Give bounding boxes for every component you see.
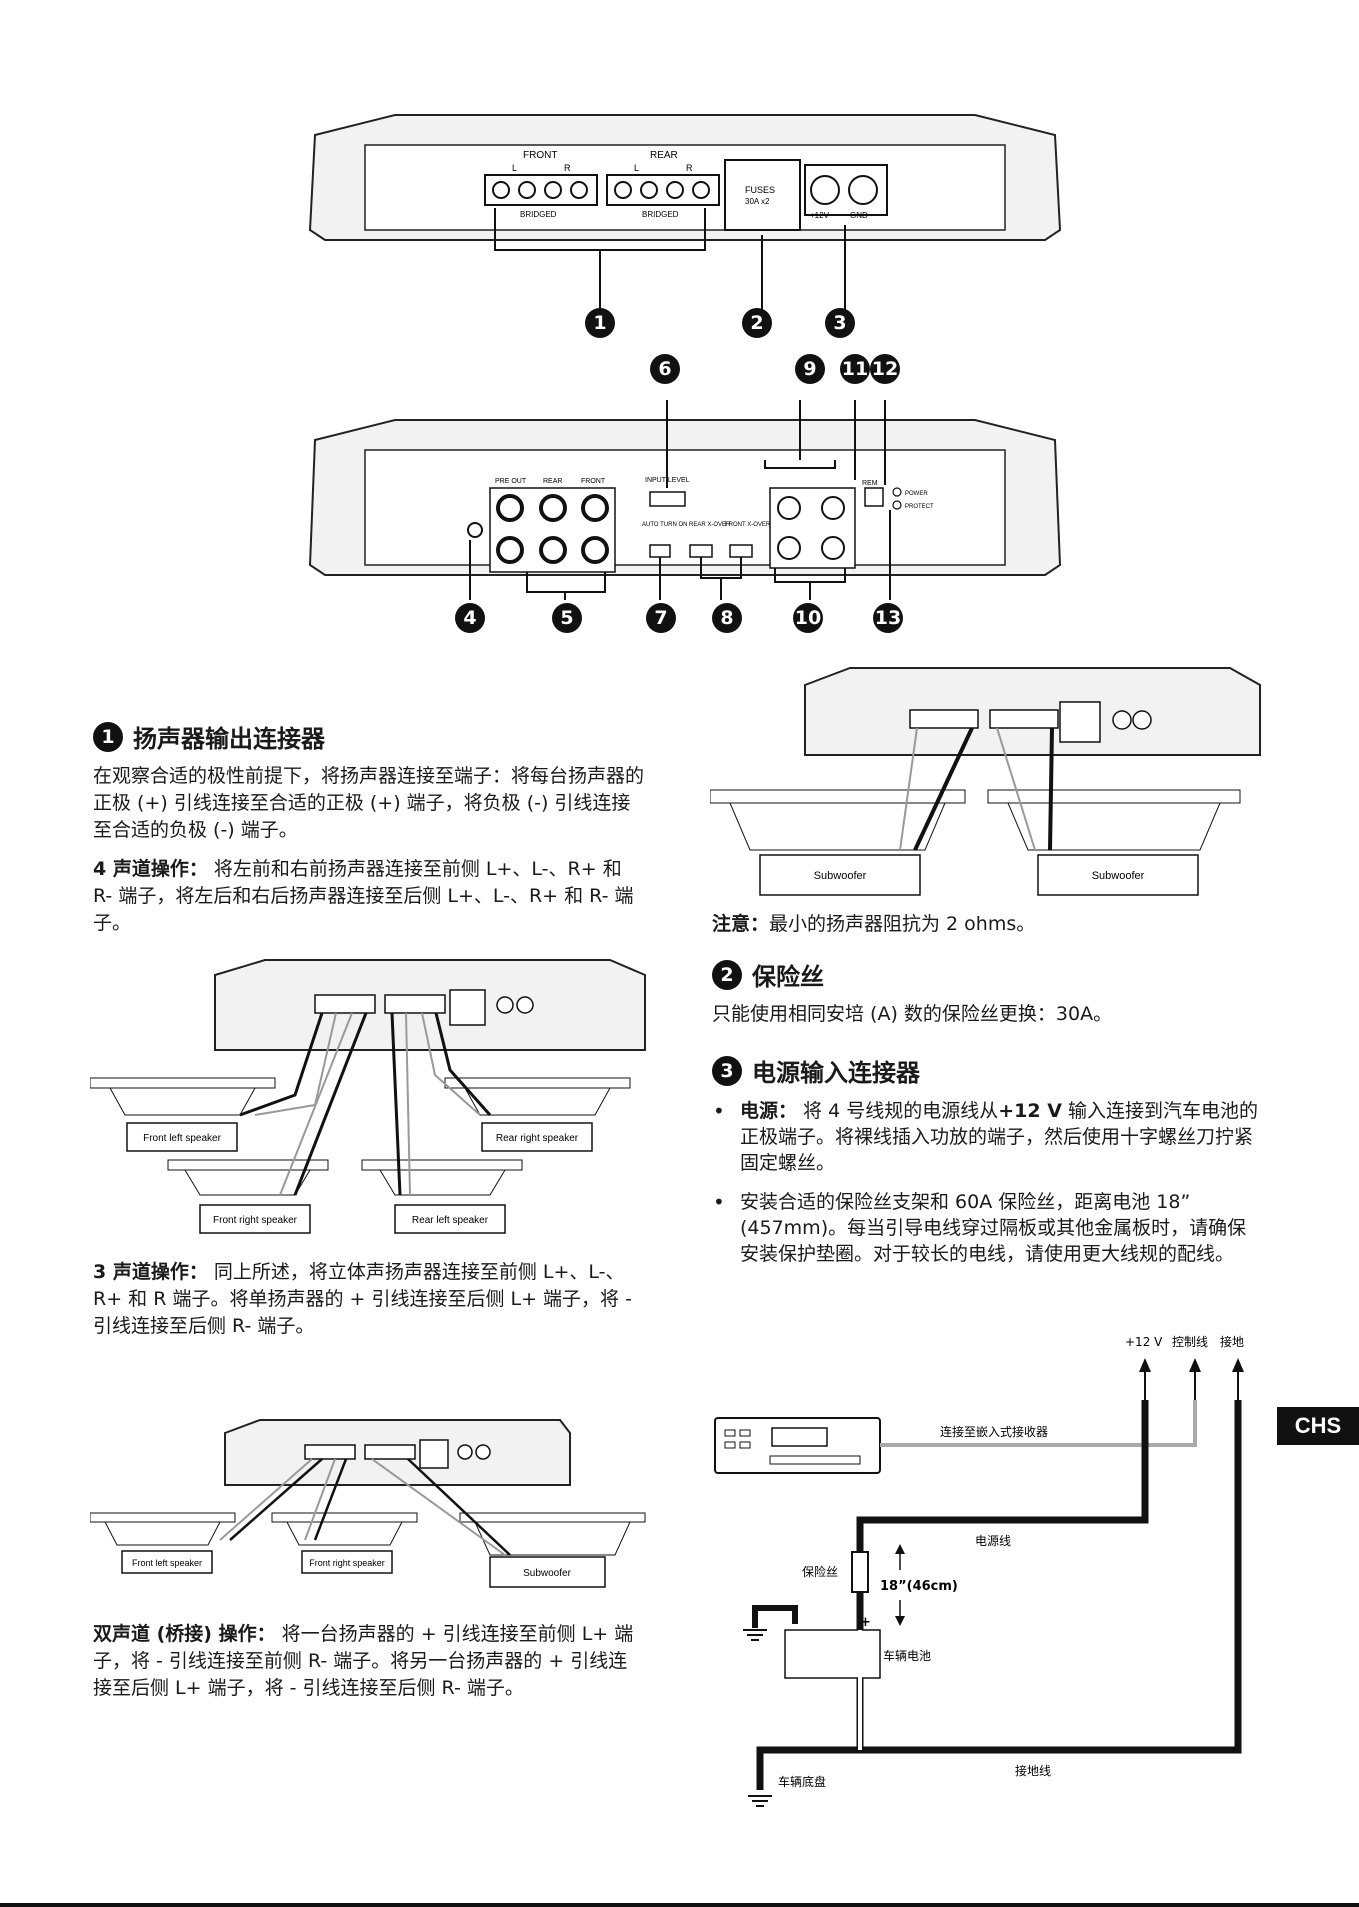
fuse-holder-bullet: • 安装合适的保险丝支架和 60A 保险丝，距离电池 18” (457mm)。每… <box>713 1189 1260 1267</box>
callout-4: 4 <box>455 603 485 633</box>
power-bullet-text-pre: 将 4 号线规的电源线从 <box>797 1100 999 1122</box>
three-channel-wiring-figure: Front left speaker Front right speaker S… <box>90 1415 650 1590</box>
plus12v-label: +12V <box>810 211 830 220</box>
section-3-heading: 3 电源输入连接器 <box>712 1053 920 1088</box>
power-wiring-diagram: +12 V 控制线 接地 连接至嵌入式接收器 电源线 保险丝 18”(46cm)… <box>710 1330 1270 1820</box>
rem-label: REM <box>862 480 878 487</box>
rear-right-speaker-label: Rear right speaker <box>496 1133 579 1144</box>
callout-9: 9 <box>795 354 825 384</box>
auto-turn-on-label: AUTO TURN ON <box>642 522 687 528</box>
callout-5: 5 <box>552 603 582 633</box>
mid-rear-label: REAR <box>543 478 562 485</box>
four-channel-wiring-figure: Front left speaker Rear right speaker Fr… <box>90 955 650 1240</box>
three-ch-front-right-label: Front right speaker <box>309 1558 385 1568</box>
callout-2: 2 <box>742 308 772 338</box>
ground-terminal-label: 接地 <box>1220 1334 1244 1349</box>
impedance-note: 注意：最小的扬声器阻抗为 2 ohms。 <box>712 911 1312 938</box>
fuses-label: FUSES <box>745 185 775 195</box>
fuse-label: 保险丝 <box>802 1564 838 1579</box>
amplifier-power-panel-figure: FRONT L R BRIDGED REAR L R BRIDGED FUSES… <box>305 100 1065 360</box>
receiver-label: 连接至嵌入式接收器 <box>940 1424 1048 1439</box>
front-r-label: R <box>564 163 571 173</box>
bridged-subwoofer-2-label: Subwoofer <box>1092 870 1145 882</box>
section-1-heading: 1 扬声器输出连接器 <box>93 719 325 754</box>
mid-front-label: FRONT <box>581 478 606 485</box>
language-tab: CHS <box>1277 1407 1359 1445</box>
front-right-speaker-label: Front right speaker <box>213 1215 298 1226</box>
bridged-text: 将一台扬声器的 + 引线连接至前侧 L+ 端子，将 - 引线连接至前侧 R- 端… <box>93 1623 634 1699</box>
pre-out-label: PRE OUT <box>495 478 527 485</box>
gnd-label: GND <box>850 211 868 220</box>
callout-3: 3 <box>825 308 855 338</box>
section-1-number: 1 <box>93 721 123 752</box>
rear-l-label: L <box>634 163 639 173</box>
rear-xover-label: REAR X-OVER <box>689 522 731 528</box>
front-bridged-label: BRIDGED <box>520 210 557 219</box>
section-3-title: 电源输入连接器 <box>752 1059 920 1087</box>
callout-1: 1 <box>585 308 615 338</box>
bullet-dot-icon: • <box>713 1099 725 1123</box>
amplifier-control-panel-figure: PRE OUT REAR FRONT INPUT LEVEL AUTO TURN… <box>305 400 1065 600</box>
three-channel-label: 3 声道操作： <box>93 1261 208 1283</box>
rear-r-label: R <box>686 163 693 173</box>
battery-label: 车辆电池 <box>883 1648 931 1663</box>
power-bullet: • 电源： 将 4 号线规的电源线从+12 V 输入连接到汽车电池的正极端子。将… <box>713 1098 1260 1176</box>
rear-bridged-label: BRIDGED <box>642 210 679 219</box>
callout-8: 8 <box>712 603 742 633</box>
callout-6: 6 <box>650 354 680 384</box>
three-ch-subwoofer-label: Subwoofer <box>523 1568 571 1579</box>
four-channel-paragraph: 4 声道操作： 将左前和右前扬声器连接至前侧 L+、L-、R+ 和 R- 端子，… <box>93 856 645 937</box>
protect-led-label: PROTECT <box>905 504 934 510</box>
three-ch-front-left-label: Front left speaker <box>132 1558 202 1568</box>
four-channel-text: 将左前和右前扬声器连接至前侧 L+、L-、R+ 和 R- 端子，将左后和右后扬声… <box>93 858 634 934</box>
power-bullet-12v: +12 V <box>998 1100 1062 1122</box>
control-wire-label: 控制线 <box>1172 1335 1208 1349</box>
note-label: 注意： <box>712 913 770 935</box>
power-bullet-text-post: 输入连接到汽车电池的正极端子。将裸线插入功放的端子，然后使用十字螺丝刀拧紧固定螺… <box>740 1100 1258 1174</box>
section-2-number: 2 <box>712 959 742 990</box>
front-l-label: L <box>512 163 517 173</box>
callout-13: 13 <box>873 603 903 633</box>
fuse-distance-label: 18”(46cm) <box>880 1579 958 1594</box>
bridged-subwoofer-1-label: Subwoofer <box>814 870 867 882</box>
section-2-title: 保险丝 <box>752 963 824 991</box>
section-1-title: 扬声器输出连接器 <box>133 725 325 753</box>
bullet-dot-icon: • <box>713 1190 725 1214</box>
note-text: 最小的扬声器阻抗为 2 ohms。 <box>769 913 1036 935</box>
front-label: FRONT <box>523 150 557 161</box>
section-3-number: 3 <box>712 1055 742 1086</box>
power-wire-label: 电源线 <box>975 1534 1011 1548</box>
bridged-label: 双声道 (桥接) 操作： <box>93 1623 276 1645</box>
fuses-rating-label: 30A x2 <box>745 197 770 206</box>
callout-10: 10 <box>793 603 823 633</box>
power-led-label: POWER <box>905 491 928 497</box>
fuse-holder-bullet-text: 安装合适的保险丝支架和 60A 保险丝，距离电池 18” (457mm)。每当引… <box>740 1191 1247 1265</box>
fuse-text: 只能使用相同安培 (A) 数的保险丝更换：30A。 <box>712 1003 1113 1025</box>
section-2-heading: 2 保险丝 <box>712 957 824 992</box>
bridged-paragraph: 双声道 (桥接) 操作： 将一台扬声器的 + 引线连接至前侧 L+ 端子，将 -… <box>93 1621 645 1702</box>
section-1-intro: 在观察合适的极性前提下，将扬声器连接至端子：将每台扬声器的正极 (+) 引线连接… <box>93 765 645 841</box>
bottom-rule <box>0 1903 1359 1907</box>
bridged-wiring-figure: Subwoofer Subwoofer <box>710 660 1270 905</box>
callout-11: 11 <box>840 354 870 384</box>
rear-left-speaker-label: Rear left speaker <box>412 1215 489 1226</box>
rear-label: REAR <box>650 150 678 161</box>
callout-7: 7 <box>646 603 676 633</box>
chassis-label: 车辆底盘 <box>778 1774 826 1789</box>
front-xover-label: FRONT X-OVER <box>725 522 771 528</box>
three-channel-paragraph: 3 声道操作： 同上所述，将立体声扬声器连接至前侧 L+、L-、R+ 和 R 端… <box>93 1259 645 1340</box>
plus12v-wire-label: +12 V <box>1125 1335 1163 1349</box>
svg-text:+: + <box>860 1615 871 1630</box>
callout-12: 12 <box>870 354 900 384</box>
front-left-speaker-label: Front left speaker <box>143 1133 221 1144</box>
three-channel-text: 同上所述，将立体声扬声器连接至前侧 L+、L-、R+ 和 R 端子。将单扬声器的… <box>93 1261 632 1337</box>
power-bullet-label: 电源： <box>740 1100 798 1122</box>
four-channel-label: 4 声道操作： <box>93 858 208 880</box>
ground-wire-label: 接地线 <box>1015 1763 1051 1778</box>
